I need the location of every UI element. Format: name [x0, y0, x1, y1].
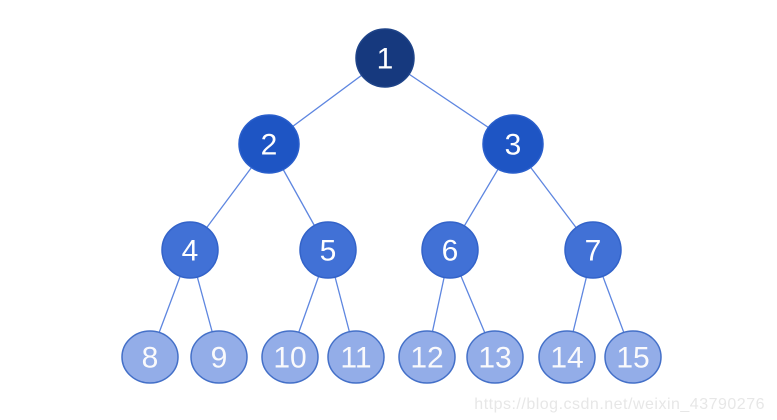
node-label: 12 [410, 342, 443, 375]
node-circle [190, 330, 248, 384]
node-label: 2 [261, 129, 278, 162]
node-label: 8 [142, 342, 159, 375]
tree-node-2: 2 [238, 114, 300, 174]
tree-node-8: 8 [121, 330, 179, 384]
node-label: 10 [273, 342, 306, 375]
node-circle [466, 330, 524, 384]
tree-node-7: 7 [564, 221, 622, 279]
node-label: 7 [585, 235, 602, 268]
tree-node-6: 6 [421, 221, 479, 279]
node-circle [482, 114, 544, 174]
node-circle [327, 330, 385, 384]
node-circle [421, 221, 479, 279]
watermark: https://blog.csdn.net/weixin_43790276 [474, 396, 765, 413]
node-circle [604, 330, 662, 384]
tree-node-5: 5 [299, 221, 357, 279]
node-label: 5 [320, 235, 337, 268]
node-circle [564, 221, 622, 279]
node-circle [355, 28, 415, 88]
node-label: 11 [340, 342, 371, 375]
tree-node-15: 15 [604, 330, 662, 384]
node-circle [121, 330, 179, 384]
node-circle [398, 330, 456, 384]
node-circle [238, 114, 300, 174]
tree-node-13: 13 [466, 330, 524, 384]
tree-node-1: 1 [355, 28, 415, 88]
tree-node-10: 10 [261, 330, 319, 384]
node-label: 14 [550, 342, 583, 375]
node-label: 1 [377, 43, 394, 76]
node-label: 15 [616, 342, 649, 375]
node-label: 6 [442, 235, 459, 268]
tree-node-12: 12 [398, 330, 456, 384]
node-label: 13 [478, 342, 511, 375]
node-circle [299, 221, 357, 279]
node-label: 3 [505, 129, 522, 162]
node-circle [161, 221, 219, 279]
node-label: 9 [211, 342, 228, 375]
node-circle [261, 330, 319, 384]
tree-node-9: 9 [190, 330, 248, 384]
node-label: 4 [182, 235, 199, 268]
node-circle [538, 330, 596, 384]
tree-node-11: 11 [327, 330, 385, 384]
tree-node-3: 3 [482, 114, 544, 174]
tree-node-4: 4 [161, 221, 219, 279]
tree-node-14: 14 [538, 330, 596, 384]
